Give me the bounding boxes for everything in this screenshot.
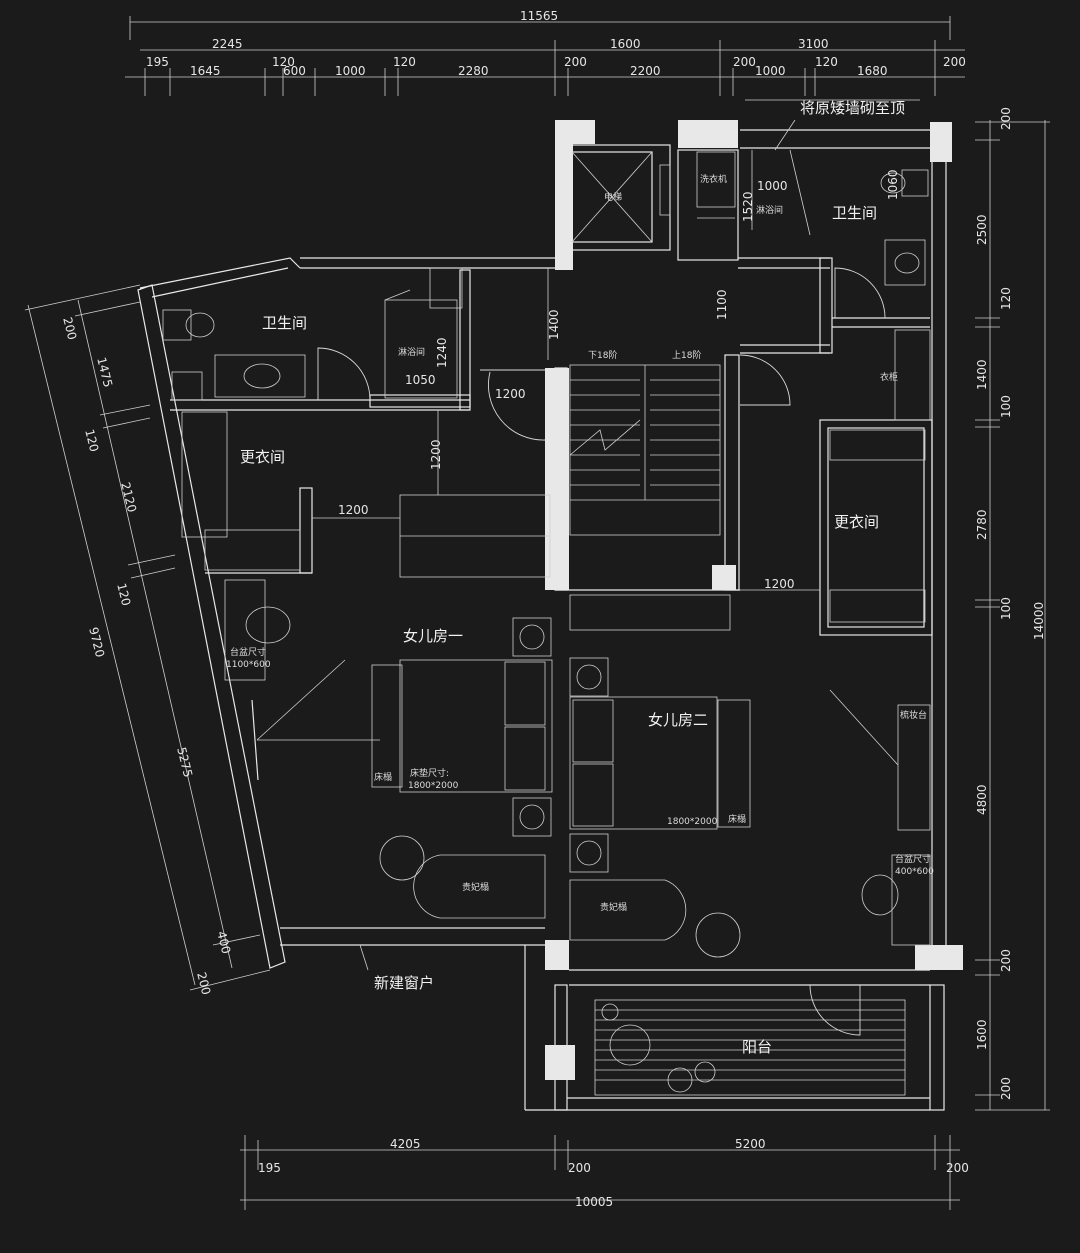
dim-int-0: 1000 [757, 179, 788, 193]
dim-top-r2-11: 120 [815, 55, 838, 69]
shower-right-label: 淋浴间 [756, 204, 783, 216]
shower-left-label: 淋浴间 [398, 346, 425, 358]
dim-right-2: 120 [999, 287, 1013, 310]
dim-bottom-2: 200 [568, 1161, 591, 1175]
dim-top-overall: 11565 [520, 9, 558, 23]
dim-left-4: 120 [114, 582, 133, 608]
dim-bottom-0: 195 [258, 1161, 281, 1175]
dim-top-r2-0: 195 [146, 55, 169, 69]
dim-top-r1-a: 2245 [212, 37, 243, 51]
balcony-label: 阳台 [742, 1038, 772, 1056]
bed-end-right: 床榻 [728, 813, 746, 825]
walls [137, 120, 963, 1111]
vanity-left-size: 1100*600 [226, 660, 271, 670]
left-closet: 更衣间 1200 1200 1200 [181, 369, 551, 578]
dim-top-r2-10: 1000 [755, 64, 786, 78]
dim-bottom-overall: 10005 [575, 1195, 613, 1209]
elevator: 电梯 [564, 144, 671, 251]
stairs: 下18阶 上18阶 [569, 349, 721, 536]
dim-left-3: 2120 [118, 481, 139, 514]
vanity-right-label: 台盆尺寸 [895, 853, 931, 865]
dim-int-10: 1060 [886, 169, 900, 200]
dim-int-7: 1200 [429, 439, 443, 470]
closet-left-label: 更衣间 [240, 448, 285, 466]
dim-right-5: 2780 [975, 509, 989, 540]
dim-int-9: 1200 [764, 577, 795, 591]
dim-top-r1-c: 3100 [798, 37, 829, 51]
left-bathroom: 卫生间 淋浴间 1240 1050 1400 1100 [162, 267, 729, 401]
dim-left-7: 200 [194, 971, 213, 997]
dim-int-6: 1200 [338, 503, 369, 517]
dim-top-r2-6: 2280 [458, 64, 489, 78]
dim-top-r2-12: 1680 [857, 64, 888, 78]
bath-left-label: 卫生间 [262, 314, 307, 332]
dim-top-r2-3: 600 [283, 64, 306, 78]
bath-right-label: 卫生间 [832, 204, 877, 222]
elevator-label: 电梯 [604, 191, 622, 203]
dim-top-r2-1: 1645 [190, 64, 221, 78]
dim-right-10: 200 [999, 1077, 1013, 1100]
dim-top-r2-7: 200 [564, 55, 587, 69]
dim-bottom-1: 4205 [390, 1137, 421, 1151]
dim-right-6: 100 [999, 597, 1013, 620]
dim-int-4: 1240 [435, 337, 449, 368]
bed-size-value: 1800*2000 [408, 781, 459, 791]
chaise-left: 贵妃榻 [462, 881, 489, 893]
stairs-down-label: 下18阶 [588, 349, 617, 361]
dim-top-r2-5: 120 [393, 55, 416, 69]
bed-end-left: 床榻 [374, 771, 392, 783]
dim-int-3: 1400 [547, 309, 561, 340]
right-dimensions: 200 2500 120 1400 100 2780 100 4800 200 … [975, 107, 1050, 1111]
dim-right-9: 1600 [975, 1019, 989, 1050]
dresser-label: 梳妆台 [900, 709, 927, 721]
dim-left-6: 400 [214, 930, 233, 956]
dim-right-3: 1400 [975, 359, 989, 390]
room-two: 女儿房二 床榻 1800*2000 贵妃榻 梳妆台 台盆尺寸 400*600 [569, 657, 934, 958]
left-dimensions: 200 1475 120 2120 120 5275 400 200 9720 [24, 284, 271, 997]
note-top: 将原矮墙砌至顶 [800, 99, 905, 117]
dim-top-r2-2: 120 [272, 55, 295, 69]
new-window-label: 新建窗户 [374, 974, 434, 992]
dim-left-2: 120 [82, 428, 101, 454]
chaise-right: 贵妃榻 [600, 901, 627, 913]
bottom-dimensions: 195 4205 200 5200 200 10005 [240, 1135, 969, 1210]
closet-right-label: 更衣间 [834, 513, 879, 531]
room-one-label: 女儿房一 [403, 627, 463, 645]
vanity-right-size: 400*600 [895, 867, 934, 877]
bed-size-label: 床垫尺寸: [410, 767, 449, 779]
right-closet: 更衣间 衣柜 1200 [569, 329, 931, 631]
dim-right-overall: 14000 [1032, 602, 1046, 640]
dim-int-2: 1100 [715, 289, 729, 320]
room-two-label: 女儿房二 [648, 711, 708, 729]
stairs-up-label: 上18阶 [672, 349, 701, 361]
dim-top-r2-13: 200 [943, 55, 966, 69]
bed-size-two: 1800*2000 [667, 817, 718, 827]
vanity-left-label: 台盆尺寸 [230, 646, 266, 658]
dim-top-r2-8: 2200 [630, 64, 661, 78]
dim-right-0: 200 [999, 107, 1013, 130]
dim-right-8: 200 [999, 949, 1013, 972]
dim-left-overall: 9720 [86, 626, 107, 659]
dim-int-8: 1200 [495, 387, 526, 401]
dim-int-1: 1520 [741, 191, 755, 222]
dim-right-4: 100 [999, 395, 1013, 418]
dim-top-r2-9: 200 [733, 55, 756, 69]
dim-right-7: 4800 [975, 784, 989, 815]
dim-top-r2-4: 1000 [335, 64, 366, 78]
dim-bottom-4: 200 [946, 1161, 969, 1175]
right-bathroom: 洗衣机 1000 1520 淋浴间 卫生间 1060 将原矮墙砌至顶 [696, 99, 929, 319]
balcony: 阳台 [594, 984, 906, 1096]
dim-right-1: 2500 [975, 214, 989, 245]
dim-top-r1-b: 1600 [610, 37, 641, 51]
dim-left-5: 5275 [174, 746, 195, 779]
laundry-label: 洗衣机 [700, 173, 727, 185]
dim-bottom-3: 5200 [735, 1137, 766, 1151]
dim-int-5: 1050 [405, 373, 436, 387]
wardrobe-small-label: 衣柜 [880, 371, 898, 383]
room-one: 女儿房一 台盆尺寸 1100*600 床榻 床垫尺寸: 1800*2000 贵妃… [224, 579, 553, 992]
dim-left-0: 200 [60, 316, 79, 342]
top-dimensions: 11565 2245 1600 3100 195 1645 120 600 10… [125, 9, 966, 96]
